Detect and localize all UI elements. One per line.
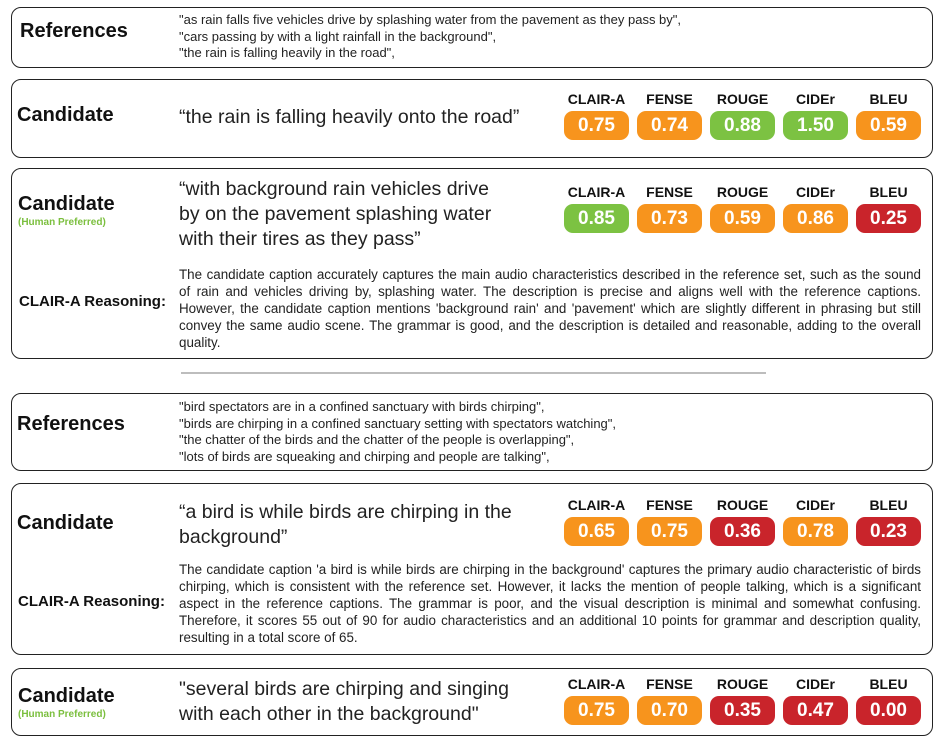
candidate-heading: Candidate bbox=[18, 193, 115, 215]
references-list: "as rain falls five vehicles drive by sp… bbox=[179, 12, 681, 62]
metric-name: CLAIR-A bbox=[567, 497, 626, 513]
score-badge: 0.73 bbox=[637, 204, 702, 233]
reference-caption: "as rain falls five vehicles drive by sp… bbox=[179, 12, 682, 27]
references-box-2: References "bird spectators are in a con… bbox=[11, 393, 933, 471]
candidate-heading: Candidate bbox=[18, 685, 115, 707]
score-badge: 0.47 bbox=[783, 696, 848, 725]
candidate-caption: “the rain is falling heavily onto the ro… bbox=[179, 106, 520, 128]
metric-name: CIDEr bbox=[796, 184, 835, 200]
score-badge: 0.70 bbox=[637, 696, 702, 725]
caption-line: background” bbox=[179, 526, 288, 548]
reasoning-text: The candidate caption accurately capture… bbox=[179, 267, 921, 350]
metric-name: BLEU bbox=[869, 184, 908, 200]
reference-caption: "birds are chirping in a confined sanctu… bbox=[179, 415, 617, 431]
reference-caption: "the chatter of the birds and the chatte… bbox=[179, 432, 575, 447]
reasoning-text: The candidate caption 'a bird is while b… bbox=[179, 562, 921, 645]
metrics-panel: CLAIR-A FENSE ROUGE CIDEr BLEU 0.75 0.74… bbox=[560, 91, 926, 140]
references-heading: References bbox=[17, 413, 125, 435]
caption-line: "several birds are chirping and singing bbox=[179, 678, 509, 700]
caption-line: with their tires as they pass” bbox=[179, 228, 421, 250]
score-badge: 0.86 bbox=[783, 204, 848, 233]
candidate-heading: Candidate bbox=[17, 104, 114, 126]
metrics-panel: CLAIR-A FENSE ROUGE CIDEr BLEU 0.65 0.75… bbox=[560, 497, 926, 546]
metric-name: ROUGE bbox=[716, 497, 769, 513]
metric-name: FENSE bbox=[646, 497, 693, 513]
candidate-heading: Candidate bbox=[17, 512, 114, 534]
references-heading: References bbox=[20, 20, 128, 42]
metric-name: ROUGE bbox=[716, 676, 769, 692]
references-list: "bird spectators are in a confined sanct… bbox=[179, 399, 616, 465]
metric-name: FENSE bbox=[646, 91, 693, 107]
metric-name: CLAIR-A bbox=[567, 91, 626, 107]
score-badge: 0.25 bbox=[856, 204, 921, 233]
metric-name: ROUGE bbox=[716, 91, 769, 107]
score-badge: 0.78 bbox=[783, 517, 848, 546]
candidate-box-2b: Candidate (Human Preferred) "several bir… bbox=[11, 668, 933, 736]
references-box-1: References "as rain falls five vehicles … bbox=[11, 7, 933, 68]
candidate-box-1b: Candidate (Human Preferred) “with backgr… bbox=[11, 168, 933, 359]
metric-name: CIDEr bbox=[796, 91, 835, 107]
score-badge: 0.75 bbox=[637, 517, 702, 546]
metric-name: FENSE bbox=[646, 676, 693, 692]
caption-line: “with background rain vehicles drive bbox=[179, 178, 489, 200]
reasoning-label: CLAIR-A Reasoning: bbox=[19, 293, 166, 310]
human-preferred-tag: (Human Preferred) bbox=[18, 217, 106, 228]
score-badge: 0.88 bbox=[710, 111, 775, 140]
metric-name: CIDEr bbox=[796, 676, 835, 692]
caption-line: with each other in the background" bbox=[179, 703, 479, 725]
reference-caption: "cars passing by with a light rainfall i… bbox=[179, 28, 497, 44]
score-badge: 0.36 bbox=[710, 517, 775, 546]
candidate-caption: “a bird is while birds are chirping in t… bbox=[179, 500, 512, 550]
reference-caption: "bird spectators are in a confined sanct… bbox=[179, 399, 545, 414]
metric-name: CLAIR-A bbox=[567, 184, 626, 200]
score-badge: 0.65 bbox=[564, 517, 629, 546]
score-badge: 0.00 bbox=[856, 696, 921, 725]
metric-name: BLEU bbox=[869, 91, 908, 107]
reasoning-label: CLAIR-A Reasoning: bbox=[18, 593, 165, 610]
metric-name: BLEU bbox=[869, 497, 908, 513]
metric-name: ROUGE bbox=[716, 184, 769, 200]
metric-name: CLAIR-A bbox=[567, 676, 626, 692]
metric-name: BLEU bbox=[869, 676, 908, 692]
section-divider bbox=[181, 372, 766, 374]
caption-line: “a bird is while birds are chirping in t… bbox=[179, 501, 512, 523]
score-badge: 0.23 bbox=[856, 517, 921, 546]
score-badge: 0.85 bbox=[564, 204, 629, 233]
human-preferred-tag: (Human Preferred) bbox=[18, 709, 106, 720]
reference-caption: "the rain is falling heavily in the road… bbox=[179, 45, 395, 60]
score-badge: 0.74 bbox=[637, 111, 702, 140]
score-badge: 1.50 bbox=[783, 111, 848, 140]
score-badge: 0.75 bbox=[564, 696, 629, 725]
score-badge: 0.75 bbox=[564, 111, 629, 140]
metric-name: FENSE bbox=[646, 184, 693, 200]
score-badge: 0.35 bbox=[710, 696, 775, 725]
metrics-panel: CLAIR-A FENSE ROUGE CIDEr BLEU 0.75 0.70… bbox=[560, 676, 926, 725]
score-badge: 0.59 bbox=[856, 111, 921, 140]
candidate-caption: “with background rain vehicles drive by … bbox=[179, 177, 491, 252]
candidate-caption: "several birds are chirping and singing … bbox=[179, 677, 509, 727]
candidate-box-1a: Candidate “the rain is falling heavily o… bbox=[11, 79, 933, 158]
score-badge: 0.59 bbox=[710, 204, 775, 233]
metrics-panel: CLAIR-A FENSE ROUGE CIDEr BLEU 0.85 0.73… bbox=[560, 184, 926, 233]
reference-caption: "lots of birds are squeaking and chirpin… bbox=[179, 448, 550, 464]
candidate-box-2a: Candidate “a bird is while birds are chi… bbox=[11, 483, 933, 655]
caption-line: by on the pavement splashing water bbox=[179, 203, 492, 225]
metric-name: CIDEr bbox=[796, 497, 835, 513]
